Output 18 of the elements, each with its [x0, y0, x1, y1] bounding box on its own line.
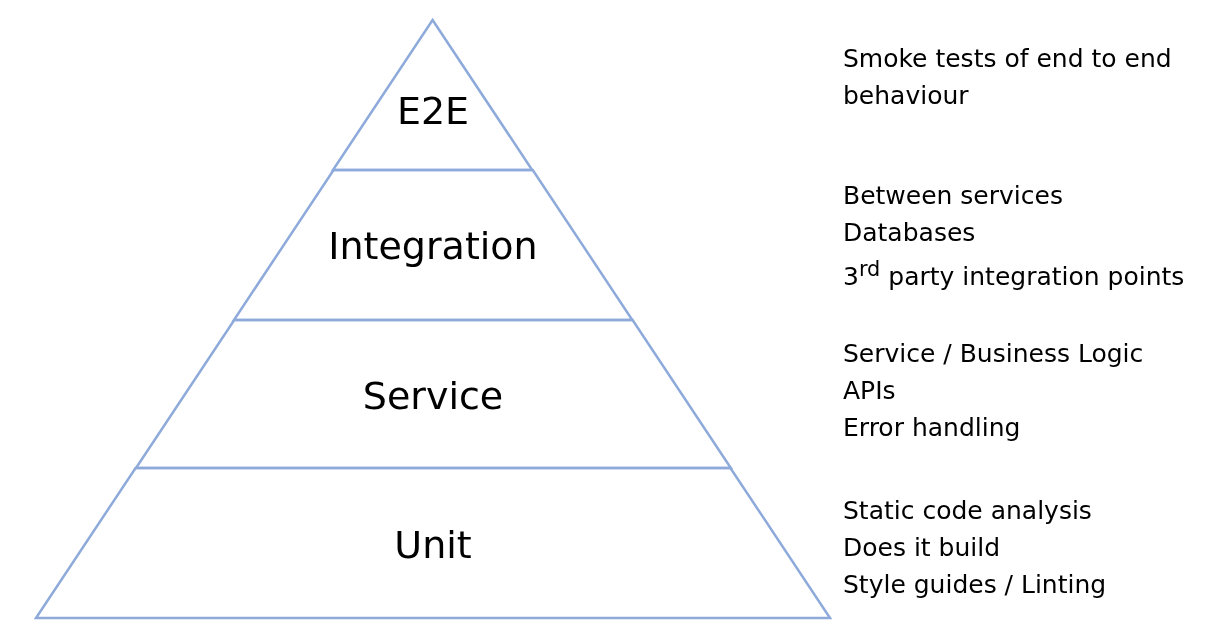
tier-label: Integration	[328, 224, 538, 268]
pyramid-tier	[36, 468, 830, 618]
tier-label: Service	[362, 374, 504, 418]
description-text: APIs	[843, 375, 896, 407]
pyramid-tier	[135, 320, 731, 468]
pyramid-tier	[233, 170, 633, 320]
description-text: 3$^{rd}$ party integration points	[843, 256, 1185, 294]
description-text: Between services	[843, 180, 1063, 212]
description-text: Smoke tests of end to end behaviour	[843, 43, 1173, 112]
description-text: Does it build	[843, 532, 1001, 564]
description-text: Style guides / Linting	[843, 569, 1107, 601]
tier-label: E2E	[396, 89, 470, 133]
description-text: Error handling	[843, 412, 1021, 444]
description-text: Service / Business Logic	[843, 338, 1144, 370]
description-text: Databases	[843, 217, 976, 249]
tier-label: Unit	[394, 523, 472, 567]
pyramid-apex-triangle	[333, 20, 533, 170]
description-text: Static code analysis	[843, 495, 1092, 527]
